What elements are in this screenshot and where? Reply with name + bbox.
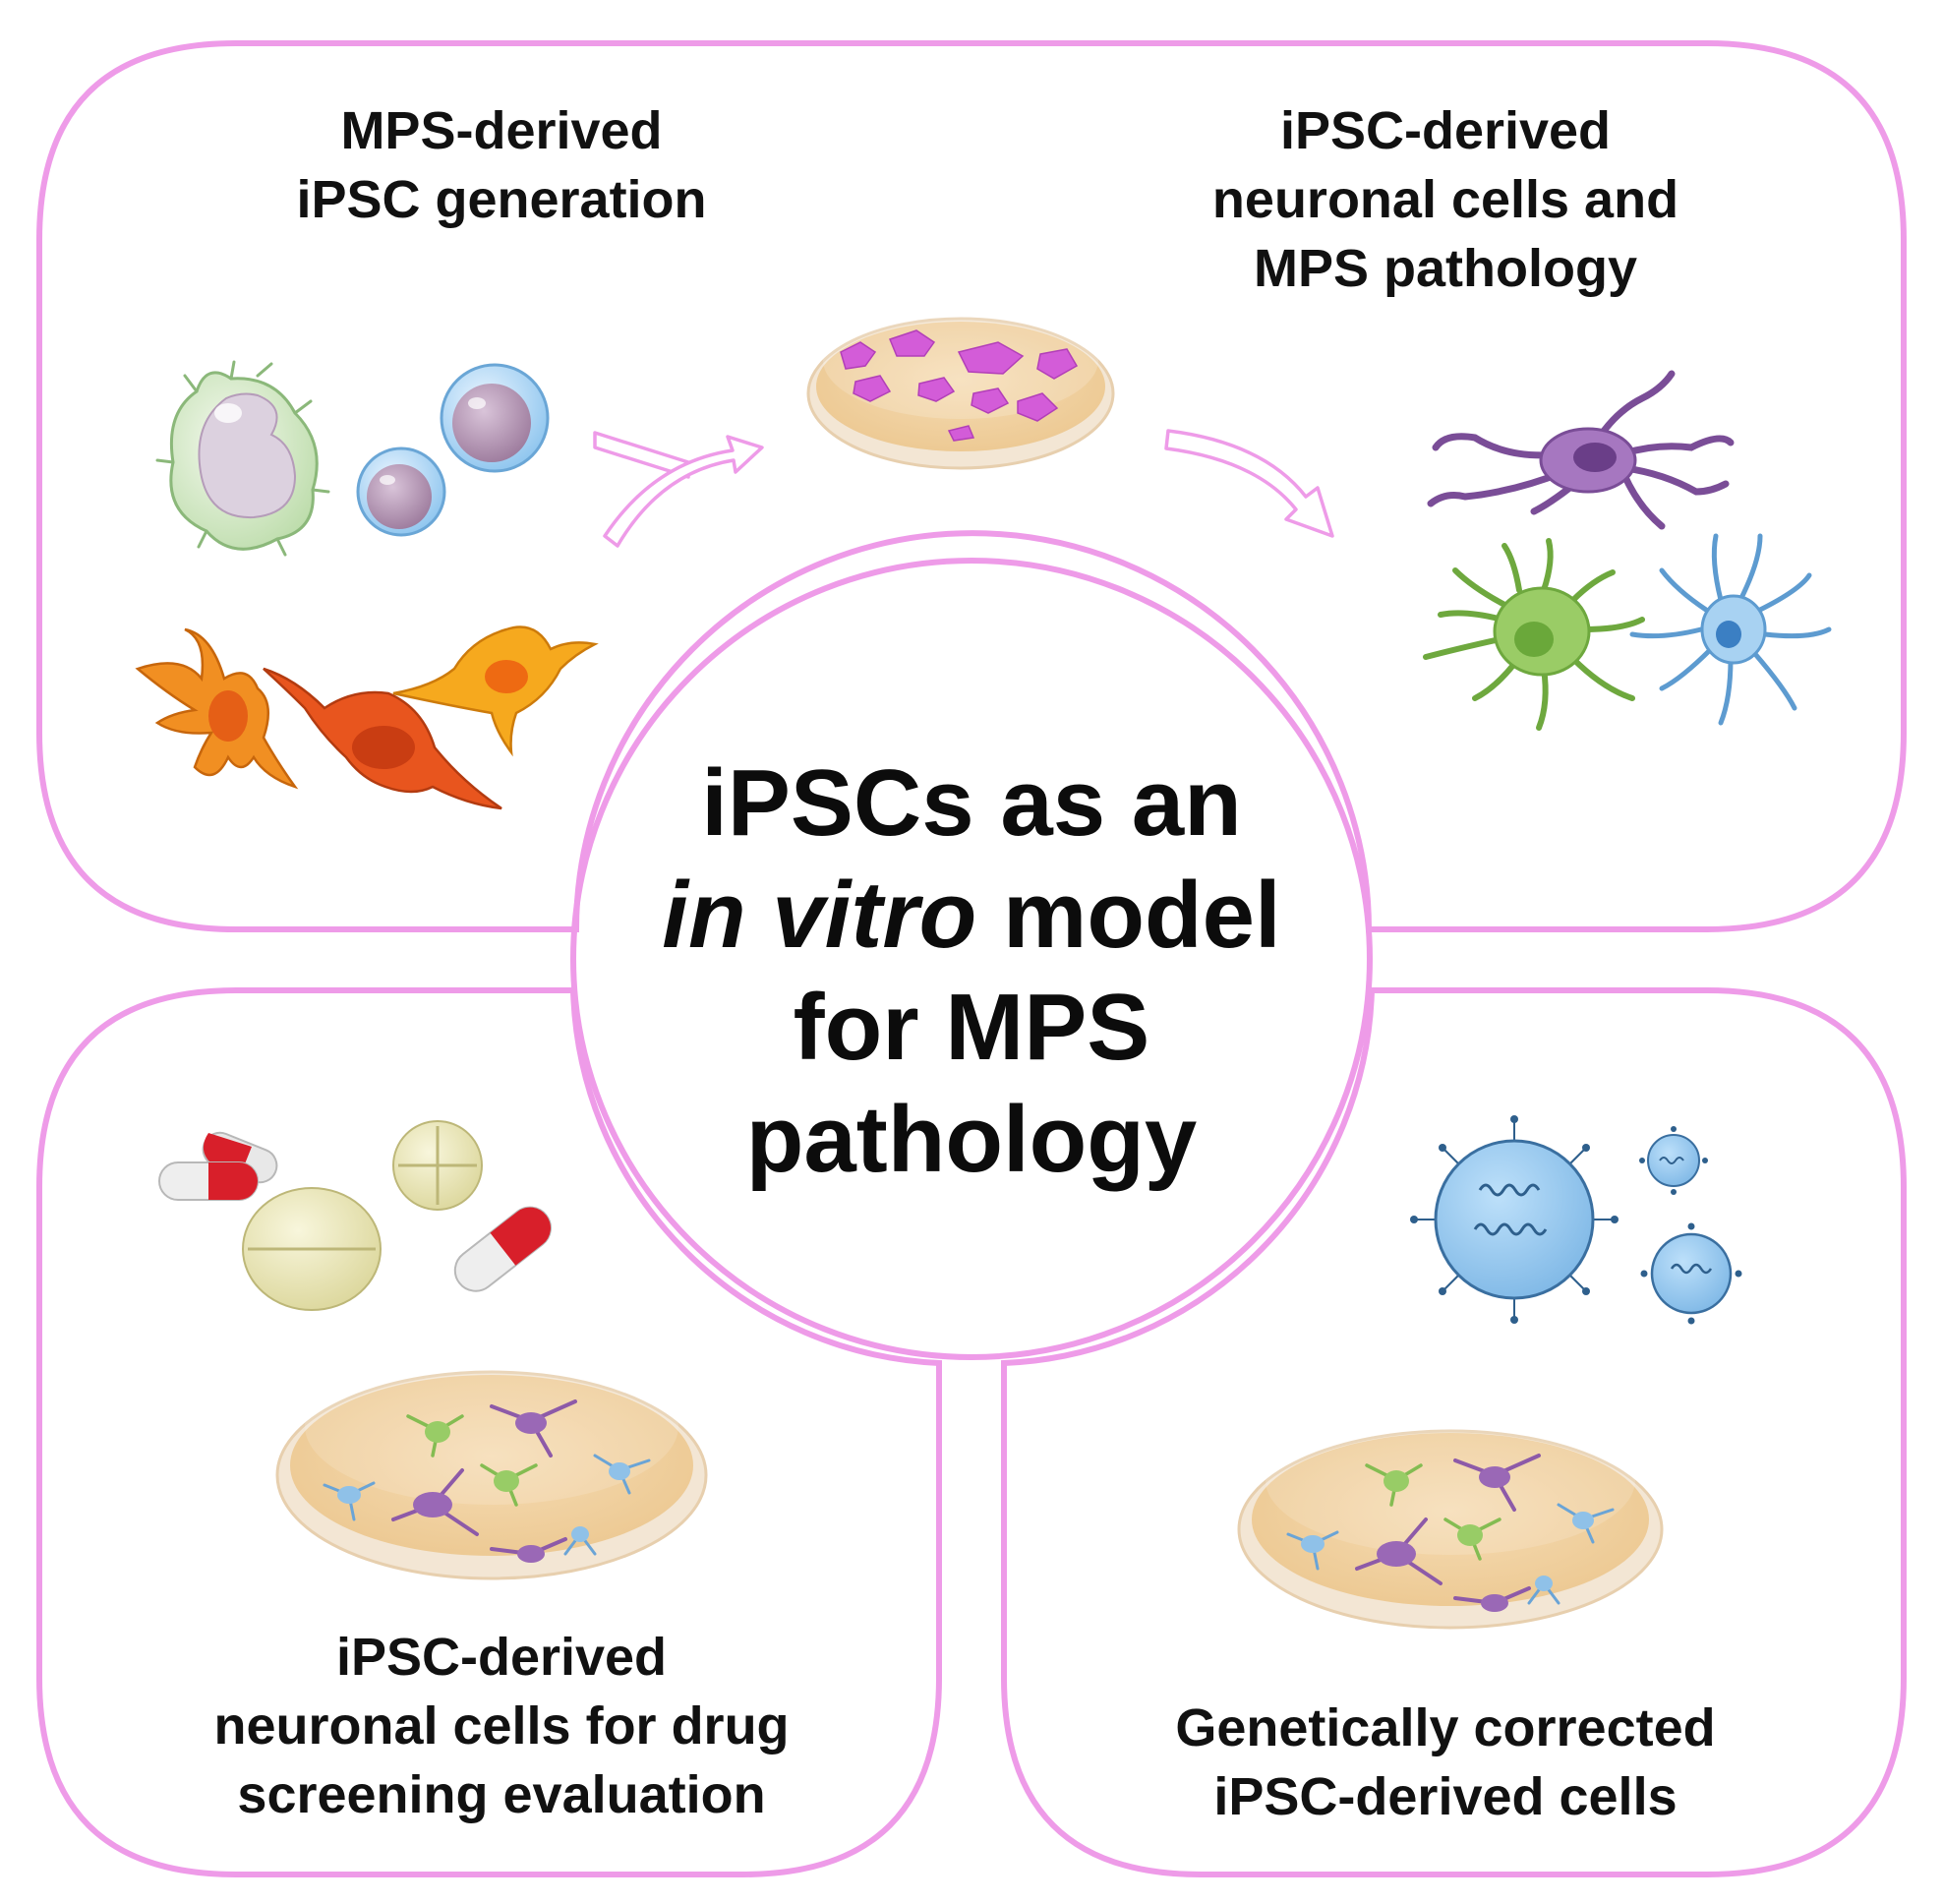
ipsc-colony-icon bbox=[957, 341, 1025, 375]
center-title: iPSCs as an in vitro model for MPS patho… bbox=[578, 747, 1365, 1196]
ipsc-colony-icon bbox=[1017, 392, 1059, 422]
neuron-icon bbox=[1427, 370, 1735, 530]
title-line: Genetically corrected bbox=[1175, 1698, 1716, 1757]
astrocyte-icon bbox=[1629, 533, 1832, 726]
center-title-line: iPSCs as an bbox=[701, 750, 1242, 856]
center-title-rest: model bbox=[976, 863, 1281, 968]
capsule-icon bbox=[453, 1206, 552, 1292]
ipsc-colony-icon bbox=[917, 377, 956, 402]
viral-vector-icon bbox=[1410, 1115, 1619, 1324]
fibroblast-icon bbox=[263, 667, 502, 810]
title-line: neuronal cells for drug bbox=[213, 1696, 790, 1755]
ipsc-colony-icon bbox=[889, 329, 936, 357]
ipsc-colony-icon bbox=[840, 341, 877, 370]
center-title-line: in vitro model bbox=[578, 860, 1365, 972]
capsule-icon bbox=[158, 1161, 259, 1201]
petri-dish-icon bbox=[275, 1347, 708, 1580]
center-circle bbox=[570, 558, 1373, 1360]
title-line: iPSC-derived bbox=[335, 1628, 668, 1687]
viral-vector-icon bbox=[1640, 1222, 1742, 1325]
curved-arrow-icon bbox=[1164, 429, 1334, 538]
title-line: iPSC-derived cells bbox=[1213, 1767, 1678, 1826]
blood-cell-icon bbox=[440, 363, 550, 473]
title-line: MPS pathology bbox=[1254, 239, 1637, 298]
tablet-icon bbox=[392, 1120, 483, 1211]
monocyte-icon bbox=[155, 360, 330, 557]
panel-bottom-left-title: iPSC-derived neuronal cells for drug scr… bbox=[152, 1623, 851, 1829]
title-line: neuronal cells and bbox=[1211, 170, 1679, 229]
center-title-line: pathology bbox=[745, 1087, 1198, 1192]
title-line: MPS-derived bbox=[340, 101, 663, 160]
ipsc-colony-icon bbox=[971, 387, 1010, 414]
astrocyte-icon bbox=[1423, 538, 1645, 731]
fibroblast-icon bbox=[135, 627, 299, 790]
title-line: iPSC-derived bbox=[1279, 101, 1612, 160]
petri-dish-icon bbox=[806, 301, 1115, 470]
curved-arrow-icon bbox=[593, 431, 764, 548]
panel-top-right-title: iPSC-derived neuronal cells and MPS path… bbox=[1150, 96, 1740, 303]
center-title-italic: in vitro bbox=[662, 863, 977, 968]
ipsc-colony-icon bbox=[853, 375, 892, 402]
panel-bottom-left-border bbox=[36, 987, 942, 1877]
viral-vector-icon bbox=[1639, 1126, 1708, 1195]
panel-bottom-right-title: Genetically corrected iPSC-derived cells bbox=[1111, 1694, 1780, 1831]
title-line: iPSC generation bbox=[296, 170, 707, 229]
title-line: screening evaluation bbox=[237, 1765, 766, 1824]
petri-dish-icon bbox=[1237, 1405, 1664, 1630]
ipsc-colony-icon bbox=[1036, 348, 1079, 380]
blood-cell-icon bbox=[356, 446, 446, 537]
ipsc-colony-icon bbox=[947, 425, 975, 442]
panel-top-left-title: MPS-derived iPSC generation bbox=[256, 96, 747, 234]
fibroblast-icon bbox=[392, 625, 599, 757]
panel-top-left-border bbox=[36, 40, 1907, 932]
tablet-icon bbox=[242, 1187, 382, 1311]
panel-borders bbox=[36, 40, 1907, 1877]
center-title-line: for MPS bbox=[793, 975, 1150, 1080]
panel-bottom-right-border bbox=[1001, 987, 1907, 1877]
